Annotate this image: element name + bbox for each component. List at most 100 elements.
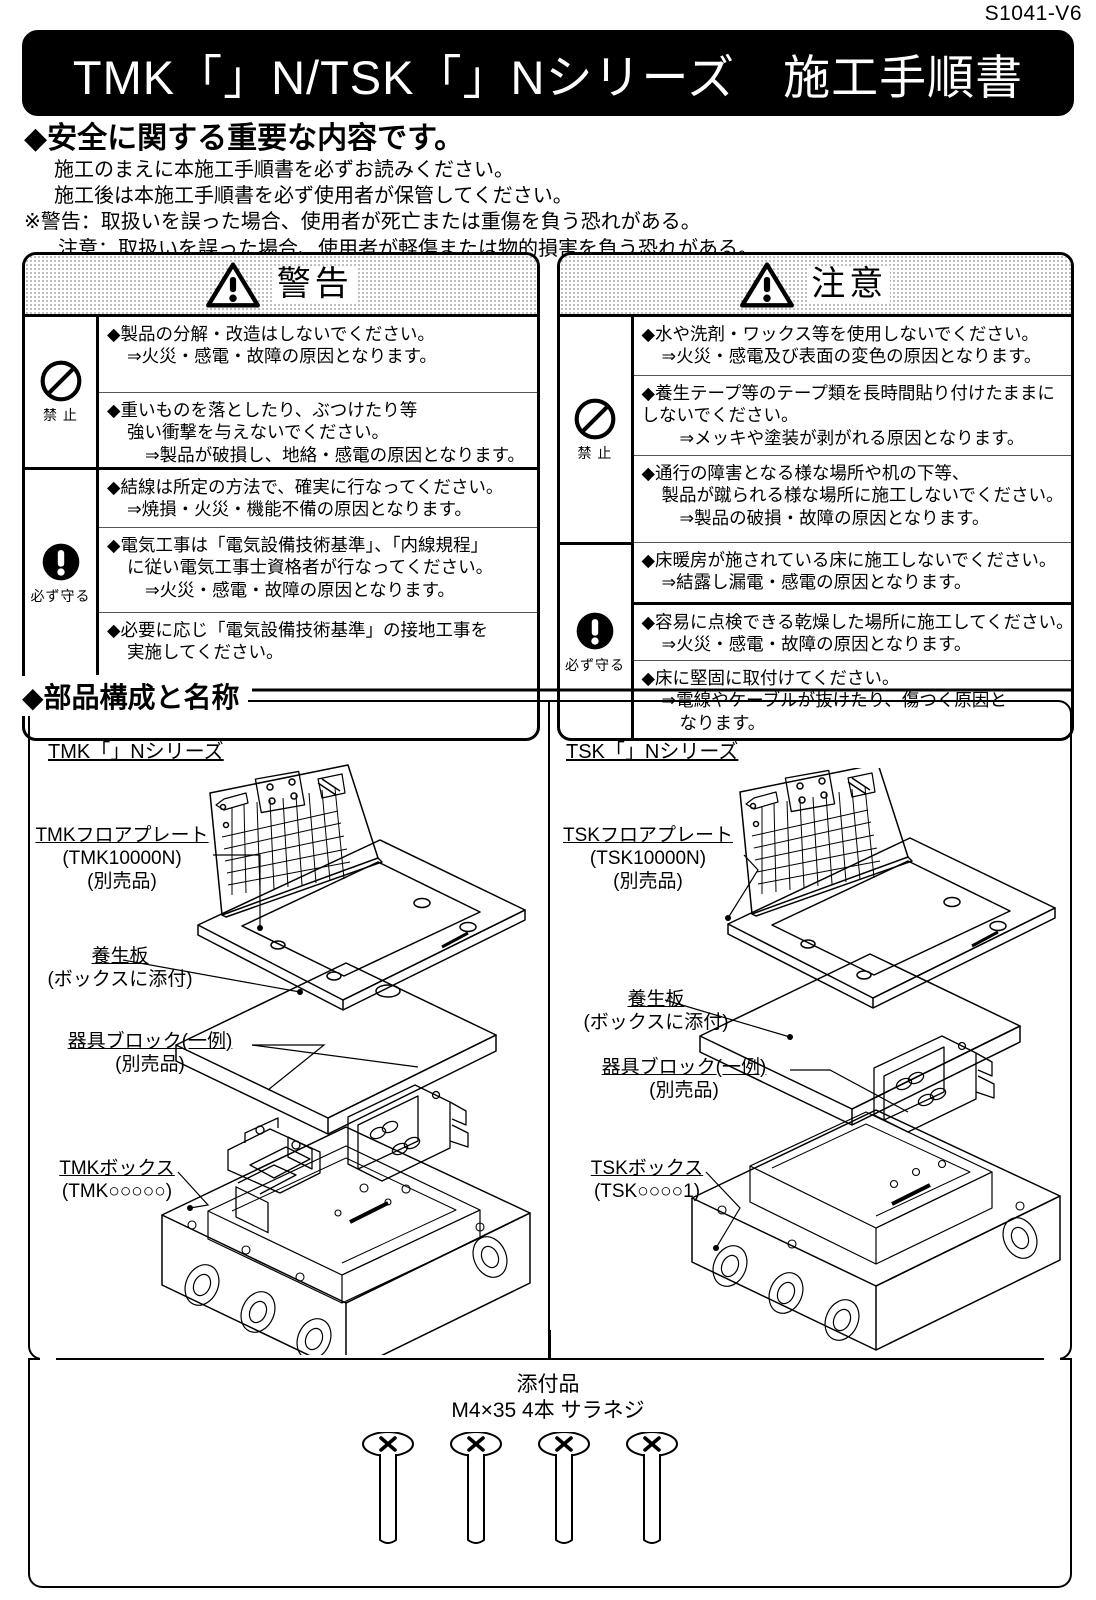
- rule-line: ⇒火災・感電・故障の原因となります。: [145, 579, 455, 600]
- part-label-tsk-floor-plate: TSKフロアプレート (TSK10000N) (別売品): [548, 824, 748, 894]
- part-label-code: (別売品): [115, 1054, 185, 1076]
- mandatory-icon-label: 必ず守る: [565, 656, 625, 673]
- rule-line: ⇒火災・感電及び表面の変色の原因となります。: [661, 346, 1042, 367]
- caution-icon-column: 禁 止 必ず守る: [559, 317, 634, 738]
- part-label-protective-board-left: 養生板 (ボックスに添付): [20, 945, 220, 991]
- attachment-spec: M4×35 4本 サラネジ: [451, 1399, 645, 1423]
- part-label-code: (TSK10000N): [589, 848, 707, 870]
- warning-panel: 警告 禁 止 必ず守る: [22, 252, 540, 741]
- part-label-tsk-box: TSKボックス (TSK○○○○1): [552, 1157, 742, 1203]
- rule-line: ◆水や洗剤・ワックス等を使用しないでください。: [641, 324, 1039, 344]
- rule-row: ◆養生テープ等のテープ類を長時間貼り付けたままに しないでください。 ⇒メッキや…: [633, 375, 1072, 455]
- part-label-code: (TMK10000N): [62, 848, 182, 870]
- part-label-code: (別売品): [649, 1080, 719, 1102]
- rule-row: ◆必要に応じ「電気設備技術基準」の接地工事を 実施してください。: [99, 612, 537, 675]
- safety-heading: ◆安全に関する重要な内容です。: [24, 122, 465, 155]
- part-label-name: 養生板: [91, 946, 149, 967]
- prohibition-icon: [574, 398, 616, 439]
- rule-line: 強い衝撃を与えないでください。: [127, 422, 389, 443]
- part-label-name: 器具ブロック(一例): [67, 1031, 233, 1052]
- rule-line: ◆床に堅固に取付けてください。: [641, 668, 900, 688]
- safety-line-2: 施工後は本施工手順書を必ず使用者が保管してください。: [54, 184, 573, 207]
- part-label-tmk-box: TMKボックス (TMK○○○○○): [22, 1157, 212, 1203]
- rule-line: ◆通行の障害となる様な場所や机の下等、: [641, 463, 970, 483]
- warning-triangle-icon: [205, 261, 260, 308]
- caution-rules: ◆水や洗剤・ワックス等を使用しないでください。 ⇒火災・感電及び表面の変色の原因…: [633, 317, 1074, 738]
- screw-item: [626, 1432, 678, 1544]
- rule-row: ◆床暖房が施されている床に施工しないでください。 ⇒結露し漏電・感電の原因となり…: [633, 542, 1072, 602]
- rule-line: ⇒製品が破損し、地絡・感電の原因となります。: [145, 444, 525, 465]
- caution-panel-header: 注意: [559, 255, 1071, 317]
- part-label-note: (別売品): [87, 871, 157, 893]
- part-label-name: TMKフロアプレート: [35, 825, 209, 846]
- mandatory-icon-cell: 必ず守る: [559, 542, 631, 738]
- rule-row: ◆電気工事は「電気設備技術基準」、「内線規程」 に従い電気工事士資格者が行なって…: [99, 527, 537, 612]
- mandatory-icon: [576, 612, 614, 649]
- rule-line: ⇒製品の破損・故障の原因となります。: [679, 507, 990, 528]
- rule-line: ⇒火災・感電・故障の原因となります。: [127, 346, 437, 367]
- parts-section-divider: [548, 702, 550, 1358]
- warning-icon-column: 禁 止 必ず守る: [25, 317, 99, 675]
- tmk-assembly-illustration: [161, 764, 531, 1355]
- part-label-device-block-right: 器具ブロック(一例) (別売品): [584, 1056, 784, 1102]
- attachment-gap-left: [40, 1352, 56, 1366]
- part-label-code: (ボックスに添付): [583, 1012, 729, 1034]
- attachment-tick: [549, 1330, 551, 1360]
- rule-row: ◆水や洗剤・ワックス等を使用しないでください。 ⇒火災・感電及び表面の変色の原因…: [634, 317, 1072, 375]
- rule-line: ◆床暖房が施されている床に施工しないでください。: [641, 550, 1057, 570]
- rule-row: ◆容易に点検できる乾燥した場所に施工してください。 ⇒火災・感電・故障の原因とな…: [633, 602, 1074, 660]
- rule-line: ◆養生テープ等のテープ類を長時間貼り付けたままに: [641, 383, 1055, 403]
- rule-row: ◆結線は所定の方法で、確実に行なってください。 ⇒焼損・火災・機能不備の原因とな…: [99, 467, 537, 527]
- rule-line: ⇒結露し漏電・感電の原因となります。: [661, 572, 972, 593]
- rule-line: ◆電気工事は「電気設備技術基準」、「内線規程」: [107, 535, 488, 555]
- prohibition-icon-label: 禁 止: [577, 444, 613, 461]
- part-label-name: 器具ブロック(一例): [601, 1057, 767, 1078]
- part-label-note: (別売品): [613, 871, 683, 893]
- attachment-frame: [28, 1358, 1072, 1588]
- part-label-code: (TMK○○○○○): [61, 1181, 173, 1203]
- mandatory-icon-label: 必ず守る: [30, 587, 91, 604]
- rule-line: 製品が蹴られる様な場所に施工しないでください。: [661, 485, 1064, 506]
- rule-row: ◆重いものを落としたり、ぶつけたり等 強い衝撃を与えないでください。 ⇒製品が破…: [99, 392, 537, 467]
- parts-heading-rule: [252, 688, 1072, 692]
- mandatory-icon: [42, 543, 79, 580]
- part-label-name: TMKボックス: [59, 1158, 175, 1179]
- safety-line-1: 施工のまえに本施工手順書を必ずお読みください。: [54, 158, 514, 181]
- screw-item: [538, 1432, 590, 1544]
- safety-line-3: ※警告：取扱いを誤った場合、使用者が死亡または重傷を負う恐れがある。: [24, 211, 701, 234]
- part-label-name: 養生板: [627, 989, 685, 1010]
- left-series-label: TMK「」Nシリーズ: [48, 741, 224, 763]
- prohibition-icon-cell: 禁 止: [560, 317, 631, 542]
- part-label-name: TSKフロアプレート: [563, 825, 733, 846]
- mandatory-icon-cell: 必ず守る: [25, 467, 96, 675]
- rule-line: ⇒メッキや塗装が剥がれる原因となります。: [679, 427, 1025, 448]
- part-label-code: (ボックスに添付): [47, 969, 193, 991]
- warning-label: 警告: [273, 266, 356, 303]
- attachment-label: 添付品 M4×35 4本 サラネジ: [0, 1372, 1096, 1425]
- screw-item: [450, 1432, 502, 1544]
- warning-panel-body: 禁 止 必ず守る ◆製品の分解・改造はしないでください。 ⇒火災・感電・故障の原…: [25, 317, 537, 675]
- prohibition-icon: [40, 360, 81, 402]
- rule-line: ◆容易に点検できる乾燥した場所に施工してください。: [641, 612, 1074, 632]
- caution-label: 注意: [808, 266, 891, 303]
- part-label-tmk-floor-plate: TMKフロアプレート (TMK10000N) (別売品): [22, 824, 222, 894]
- rule-row: ◆通行の障害となる様な場所や机の下等、 製品が蹴られる様な場所に施工しないでくだ…: [633, 455, 1072, 542]
- tsk-assembly-illustration: [691, 768, 1061, 1351]
- warning-triangle-icon: [740, 261, 795, 308]
- rule-line: ◆製品の分解・改造はしないでください。: [107, 324, 435, 344]
- screw-item: [362, 1432, 414, 1544]
- parts-section-heading: ◆部品構成と名称: [22, 676, 248, 716]
- rule-line: に従い電気工事士資格者が行なってください。: [127, 557, 494, 578]
- rule-line: ◆必要に応じ「電気設備技術基準」の接地工事を: [107, 620, 488, 640]
- document-code: S1041-V6: [984, 2, 1082, 25]
- warning-panel-header: 警告: [25, 255, 537, 317]
- prohibition-icon-label: 禁 止: [43, 407, 78, 423]
- caution-panel: 注意 禁 止 必ず守る: [556, 252, 1074, 741]
- rule-line: ◆結線は所定の方法で、確実に行なってください。: [107, 477, 504, 497]
- part-label-protective-board-right: 養生板 (ボックスに添付): [556, 988, 756, 1034]
- attachment-title: 添付品: [516, 1373, 580, 1396]
- part-label-code: (TSK○○○○1): [593, 1181, 701, 1203]
- rule-line: ◆重いものを落としたり、ぶつけたり等: [107, 400, 418, 420]
- rule-line: 実施してください。: [127, 642, 284, 663]
